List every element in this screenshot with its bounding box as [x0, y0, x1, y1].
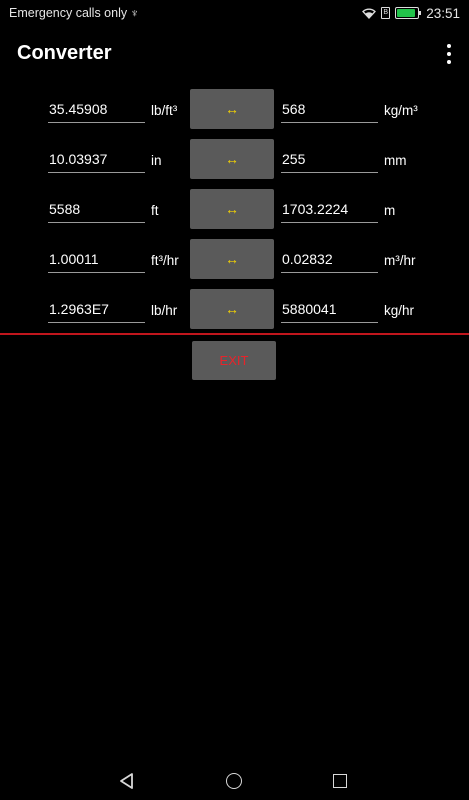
- conversion-row-length-large: 5588 ft ↔ 1703.2224 m: [0, 189, 469, 229]
- conversion-row-mass-flow: 1.2963E7 lb/hr ↔ 5880041 kg/hr: [0, 289, 469, 329]
- back-triangle-icon[interactable]: [118, 772, 136, 790]
- unit-label-ft: ft: [151, 203, 159, 218]
- menu-dot: [447, 44, 451, 48]
- status-right: B 23:51: [362, 4, 460, 22]
- length-in-input[interactable]: 10.03937: [48, 149, 145, 173]
- unit-label-m3-hr: m³/hr: [384, 253, 416, 268]
- clock: 23:51: [426, 5, 460, 21]
- swap-density-button[interactable]: ↔: [190, 89, 274, 129]
- battery-fill: [397, 9, 416, 17]
- swap-volume-flow-button[interactable]: ↔: [190, 239, 274, 279]
- density-kg-m3-input[interactable]: 568: [281, 99, 378, 123]
- home-circle-icon[interactable]: [226, 773, 242, 789]
- unit-label-kg-m3: kg/m³: [384, 103, 418, 118]
- length-m-input[interactable]: 1703.2224: [281, 199, 378, 223]
- swap-length-small-button[interactable]: ↔: [190, 139, 274, 179]
- unit-label-ft3-hr: ft³/hr: [151, 253, 179, 268]
- wifi-icon: [362, 8, 377, 19]
- conversion-row-volume-flow: 1.00011 ft³/hr ↔ 0.02832 m³/hr: [0, 239, 469, 279]
- flow-ft3-hr-input[interactable]: 1.00011: [48, 249, 145, 273]
- sim-icon: B: [381, 7, 391, 19]
- length-mm-input[interactable]: 255: [281, 149, 378, 173]
- overflow-menu-icon[interactable]: [443, 42, 455, 66]
- density-lb-ft3-input[interactable]: 35.45908: [48, 99, 145, 123]
- length-ft-input[interactable]: 5588: [48, 199, 145, 223]
- swap-mass-flow-button[interactable]: ↔: [190, 289, 274, 329]
- app-title: Converter: [17, 42, 112, 64]
- unit-label-lb-ft3: lb/ft³: [151, 103, 178, 118]
- carrier-text: Emergency calls only: [9, 6, 128, 20]
- flow-kg-hr-input[interactable]: 5880041: [281, 299, 378, 323]
- status-bar: Emergency calls only♆ B 23:51: [0, 0, 469, 26]
- usb-icon: ♆: [130, 6, 140, 20]
- battery-icon: [395, 7, 422, 19]
- unit-label-kg-hr: kg/hr: [384, 303, 415, 318]
- conversion-row-density: 35.45908 lb/ft³ ↔ 568 kg/m³: [0, 89, 469, 129]
- flow-m3-hr-input[interactable]: 0.02832: [281, 249, 378, 273]
- navigation-bar: [0, 762, 469, 800]
- menu-dot: [447, 60, 451, 64]
- menu-dot: [447, 52, 451, 56]
- unit-label-m: m: [384, 203, 396, 218]
- status-left: Emergency calls only♆: [9, 6, 139, 20]
- red-divider: [0, 333, 469, 335]
- app-bar: Converter: [0, 26, 469, 84]
- flow-lb-hr-input[interactable]: 1.2963E7: [48, 299, 145, 323]
- swap-length-large-button[interactable]: ↔: [190, 189, 274, 229]
- exit-button[interactable]: EXIT: [192, 341, 276, 380]
- unit-label-mm: mm: [384, 153, 407, 168]
- unit-label-in: in: [151, 153, 162, 168]
- conversion-row-length-small: 10.03937 in ↔ 255 mm: [0, 139, 469, 179]
- recents-square-icon[interactable]: [333, 774, 347, 788]
- unit-label-lb-hr: lb/hr: [151, 303, 178, 318]
